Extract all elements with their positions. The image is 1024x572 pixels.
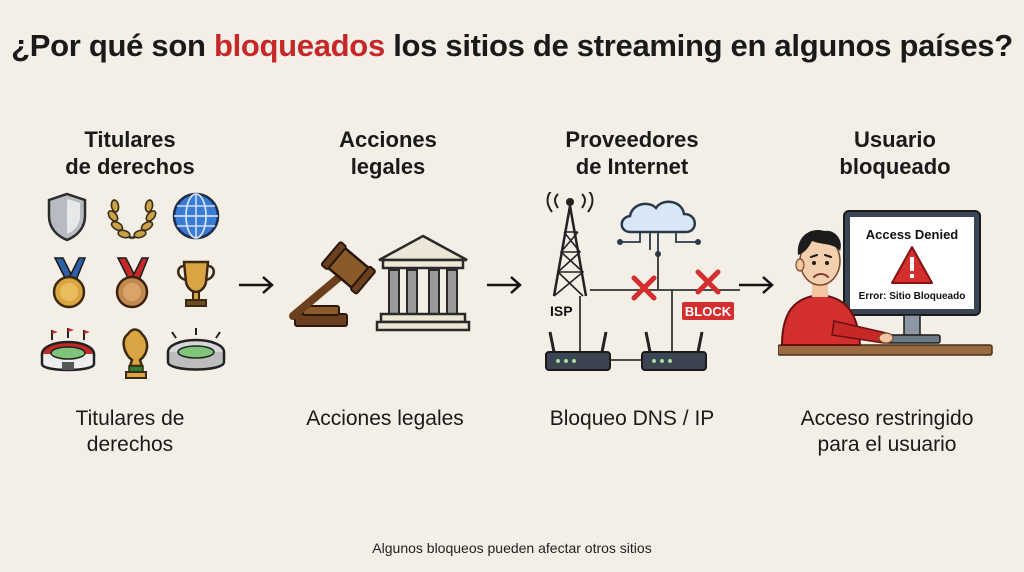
title-after: los sitios de streaming en algunos paíse… (384, 28, 1013, 63)
col3-caption: Bloqueo DNS / IP (512, 406, 752, 432)
col2-heading: Acciones legales (278, 126, 498, 180)
block-badge (682, 302, 734, 320)
col1-heading-line2: de derechos (65, 154, 195, 179)
arrow-right-icon (487, 276, 522, 294)
blocked-user-scene: Access Denied Error: Sitio Bloqueado (778, 210, 993, 356)
arrow-right-icon (239, 276, 274, 294)
block-label: BLOCK (685, 304, 732, 319)
col1-caption-line1: Titulares de (75, 407, 185, 430)
col4-caption-line2: para el usuario (817, 433, 957, 456)
laurel-wreath-icon (107, 199, 157, 240)
router-icon (545, 331, 611, 371)
isp-label: ISP (550, 303, 573, 319)
gavel-icon (289, 241, 376, 327)
cloud-network-icon (617, 200, 701, 257)
access-denied-text: Access Denied (866, 227, 959, 242)
col2-heading-line1: Acciones (339, 127, 437, 152)
arena-icon (166, 328, 226, 371)
col3-heading-line2: de Internet (575, 154, 689, 179)
trophy-icon (177, 260, 215, 307)
stadium-icon (40, 328, 96, 372)
bronze-medal-icon (115, 257, 150, 309)
gold-medal-icon (52, 257, 87, 309)
cell-tower-icon (546, 192, 594, 297)
title-before: ¿Por qué son (11, 28, 214, 63)
col4-caption: Acceso restringido para el usuario (767, 406, 1007, 458)
col1-heading: Titulares de derechos (20, 126, 240, 180)
col4-heading-line1: Usuario (854, 127, 936, 152)
legal-actions-icons (289, 234, 471, 332)
block-x-icon (631, 269, 721, 301)
footnote: Algunos bloqueos pueden afectar otros si… (372, 540, 652, 556)
col1-caption: Titulares de derechos (10, 406, 250, 458)
rights-holders-icon-grid (40, 192, 226, 379)
globe-icon (172, 192, 220, 240)
col3-heading-line1: Proveedores (565, 127, 699, 152)
col1-caption-line2: derechos (86, 433, 174, 456)
world-cup-trophy-icon (122, 328, 149, 379)
col4-heading-line2: bloqueado (839, 154, 951, 179)
col1-heading-line1: Titulares (84, 127, 176, 152)
arrow-right-icon (739, 276, 774, 294)
shield-icon (47, 192, 87, 242)
router-icon (641, 331, 707, 371)
col2-heading-line2: legales (350, 154, 426, 179)
warning-icon (891, 246, 933, 284)
col4-heading: Usuario bloqueado (785, 126, 1005, 180)
col3-heading: Proveedores de Internet (522, 126, 742, 180)
isp-network-diagram: ISP BLOCK (545, 192, 740, 371)
col4-caption-line1: Acceso restringido (800, 407, 974, 430)
courthouse-icon (375, 234, 471, 332)
col3-caption-line1: Bloqueo DNS / IP (549, 407, 715, 430)
col2-caption-line1: Acciones legales (306, 407, 464, 430)
page-title: ¿Por qué son bloqueados los sitios de st… (0, 28, 1024, 64)
desk (778, 344, 993, 356)
col2-caption: Acciones legales (265, 406, 505, 432)
frustrated-user-icon (780, 230, 894, 346)
error-text: Error: Sitio Bloqueado (859, 291, 966, 302)
title-highlight: bloqueados (213, 28, 385, 63)
